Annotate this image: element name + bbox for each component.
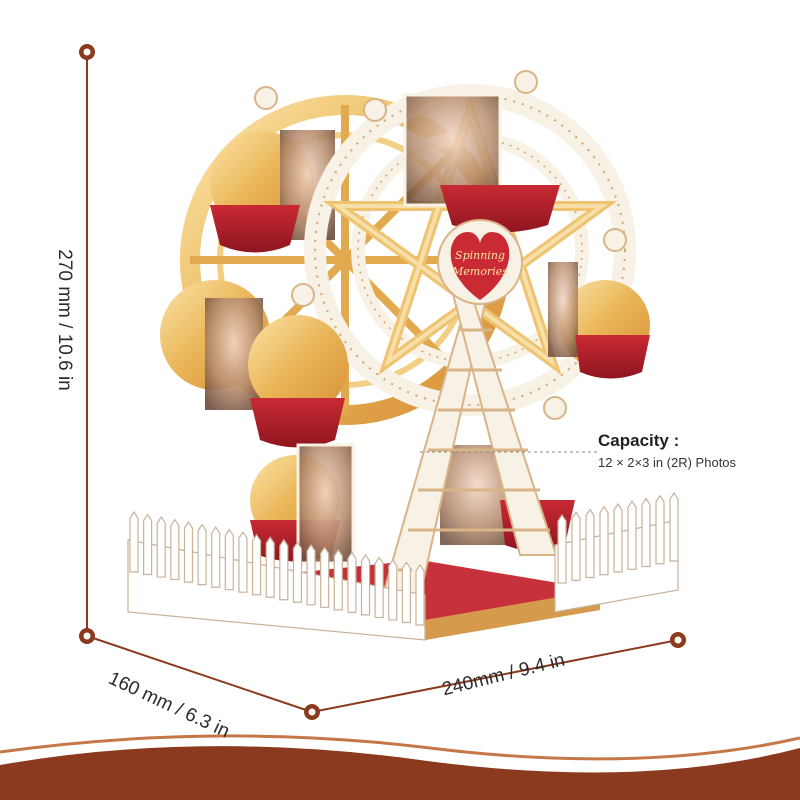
fence-picket	[641, 497, 651, 568]
gondola-lower-center	[296, 443, 575, 565]
fence-picket	[627, 500, 637, 570]
capacity-detail: 12 × 2×3 in (2R) Photos	[598, 455, 737, 470]
fence-picket	[170, 518, 180, 581]
fence-picket	[320, 546, 330, 608]
gondola-left-front	[248, 315, 348, 448]
height-dimension-label: 270 mm / 10.6 in	[54, 249, 75, 391]
fence-picket	[599, 505, 609, 576]
fence-picket	[251, 533, 262, 596]
fence-picket	[415, 563, 425, 626]
fence-picket	[401, 561, 411, 624]
fence-picket	[224, 528, 234, 591]
fence-picket	[388, 558, 398, 621]
depth-dimension-line	[86, 635, 313, 713]
heart-text-line1: Spinning	[455, 249, 505, 262]
fence-left	[127, 510, 426, 641]
axle-knobs	[254, 70, 627, 420]
fence-picket	[655, 494, 665, 565]
bottom-wave-decoration	[0, 734, 800, 800]
fence-picket	[571, 511, 581, 581]
fence-picket	[613, 502, 623, 573]
fence-picket	[143, 513, 153, 576]
fence-picket	[156, 515, 166, 578]
gondola-top-center	[403, 93, 560, 233]
fence-picket	[557, 513, 567, 584]
dimension-marker-top	[79, 44, 95, 60]
fence-picket	[669, 491, 679, 562]
fence-picket	[129, 510, 139, 573]
fence-picket	[238, 531, 248, 593]
fence-picket	[197, 523, 207, 586]
capacity-title: Capacity :	[598, 431, 680, 450]
dimension-marker-right	[670, 632, 686, 648]
fence-picket	[279, 538, 289, 601]
fence-picket	[306, 543, 316, 606]
fence-picket	[585, 508, 595, 579]
fence-picket	[333, 548, 343, 611]
fence-picket	[347, 551, 357, 613]
gondola-right	[548, 262, 650, 379]
heart-text-line2: Memories	[451, 265, 508, 278]
fence-right	[554, 491, 679, 613]
fence-picket	[265, 536, 275, 598]
fence-picket	[183, 521, 194, 583]
fence-picket	[374, 556, 384, 619]
fence-picket	[292, 541, 303, 603]
width-dimension-line	[311, 639, 679, 713]
fence-picket	[360, 553, 371, 616]
dimension-marker-corner	[79, 628, 95, 644]
fence-picket	[211, 526, 221, 588]
hub-heart-badge: Spinning Memories	[437, 219, 523, 305]
dimension-marker-front	[304, 704, 320, 720]
